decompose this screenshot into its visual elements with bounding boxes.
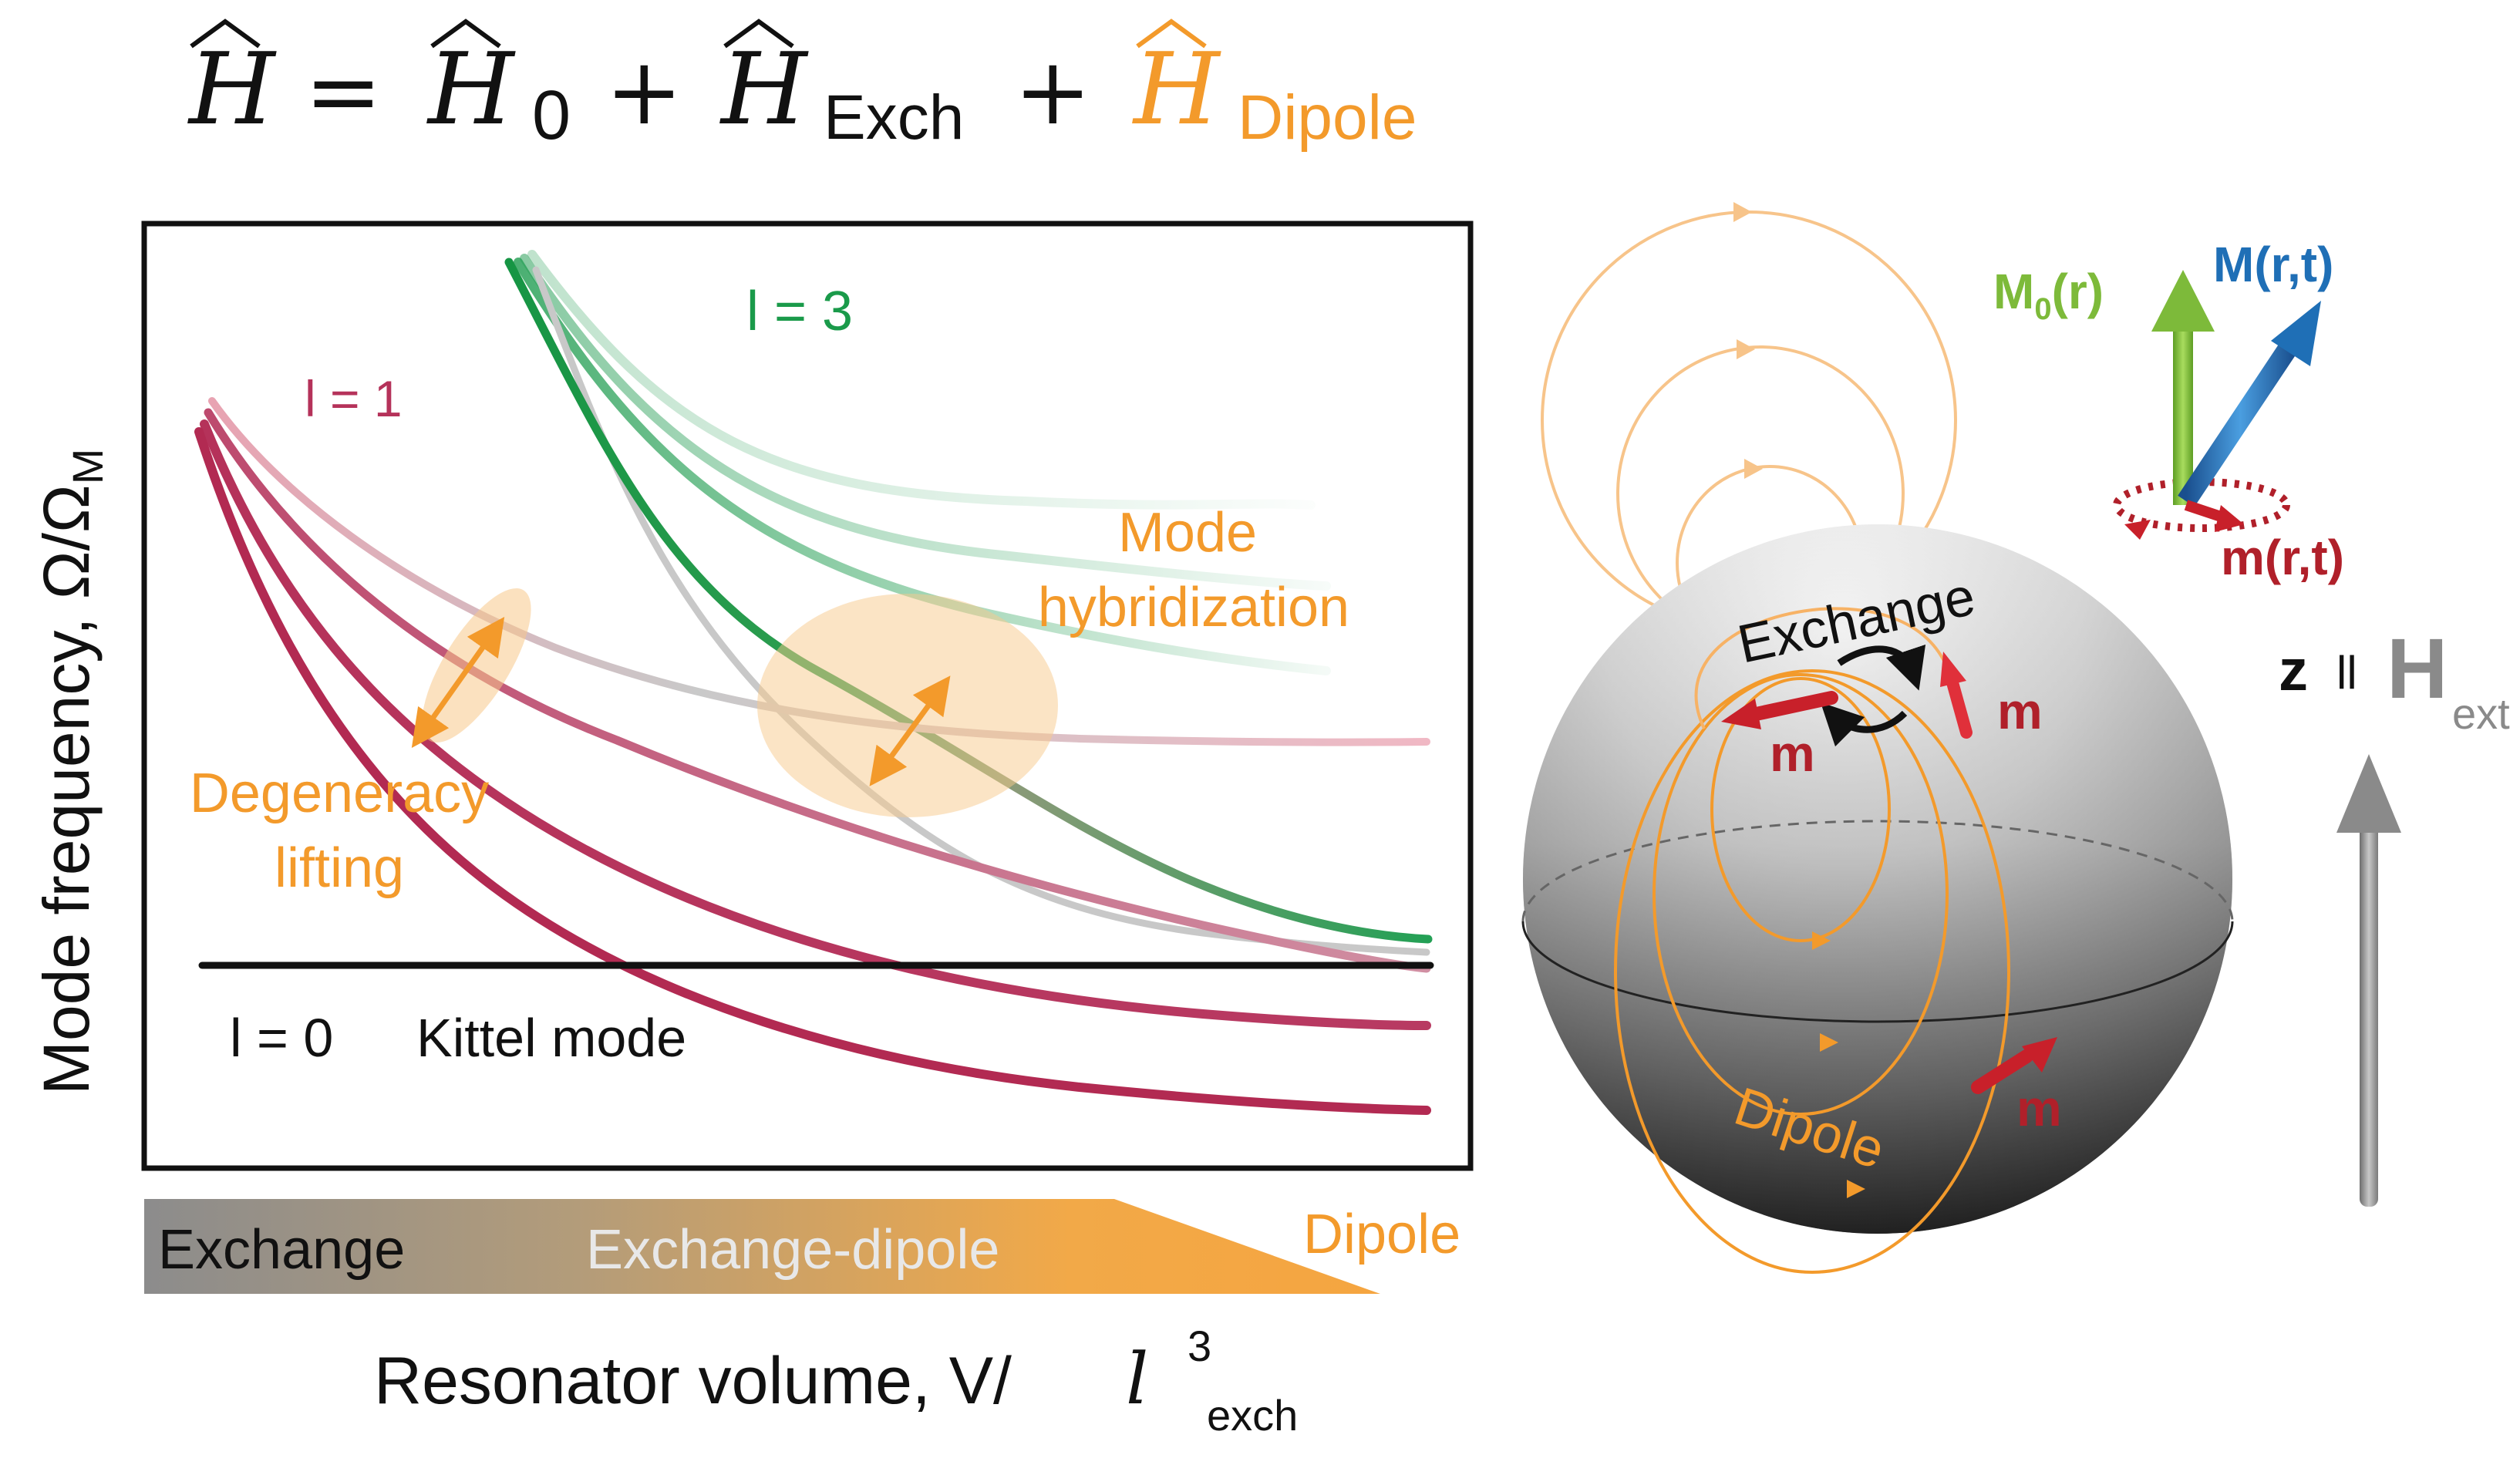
hybridization-highlight	[757, 594, 1058, 817]
field-line-arrowheads	[1733, 202, 1763, 479]
hamiltonian-equation: H = H 0 + H Exch + H Dipole	[187, 19, 1417, 154]
regime-dipole: Dipole	[1303, 1204, 1460, 1265]
equator-back	[1521, 820, 2234, 922]
equator-front	[1521, 921, 2234, 1023]
label-l0: l = 0	[230, 1008, 333, 1068]
hybridization-arrow	[869, 675, 951, 786]
equation-hdipole-sub: Dipole	[1238, 83, 1417, 153]
x-axis-label-sub: exch	[1207, 1391, 1298, 1440]
x-axis-label: Resonator volume, V/ l 3 exch	[374, 1322, 1298, 1440]
m-arrow-2	[1940, 652, 1973, 739]
hat-h0	[430, 19, 501, 49]
M0-arrow-shaft	[2173, 324, 2193, 505]
equation-plus-1: +	[605, 39, 683, 146]
x-axis-label-sup: 3	[1188, 1322, 1211, 1370]
M0-arrow-head	[2151, 270, 2215, 332]
H-arrow-head	[2336, 754, 2401, 833]
hat-hexch	[723, 19, 794, 49]
exchange-arrow-1	[1837, 644, 1926, 691]
equation-equals: =	[305, 39, 382, 146]
hat-hdipole	[1136, 19, 1207, 49]
M-arrow-head	[2271, 301, 2321, 366]
l1-curve-lower	[200, 419, 1431, 1030]
equation-hdipole: H	[1132, 32, 1221, 147]
label-l1: l = 1	[305, 370, 403, 427]
m-label-2: m	[1997, 682, 2043, 739]
hat-lhs	[190, 19, 261, 49]
z-label: z	[2279, 638, 2308, 703]
hybridization-label-2: hybridization	[1038, 577, 1349, 638]
regime-exchange: Exchange	[158, 1219, 405, 1281]
degeneracy-label-1: Degeneracy	[190, 763, 489, 824]
equation-lhs: H	[187, 32, 277, 147]
m-rt-label: m(r,t)	[2221, 530, 2344, 585]
regime-exchange-dipole: Exchange-dipole	[586, 1219, 999, 1281]
m-label-3: m	[2016, 1079, 2062, 1137]
y-axis-label: Mode frequency, Ω/ΩM	[30, 449, 112, 1095]
H-arrow-shaft	[2360, 817, 2378, 1207]
sphere-diagram: Exchange Dipole m m m	[1521, 202, 2234, 1274]
x-axis-label-main: Resonator volume, V/	[374, 1344, 1012, 1418]
H-label: H	[2387, 621, 2448, 716]
M0-label: M0(r)	[1993, 264, 2104, 326]
m-small-arrow-head	[2215, 505, 2244, 532]
degeneracy-label-2: lifting	[275, 837, 404, 899]
l1-curve-bottom	[194, 427, 1431, 1115]
field-lines-inner	[1614, 669, 2010, 1274]
equation-h0-sub: 0	[532, 77, 571, 154]
equation-plus-2: +	[1014, 39, 1092, 146]
field-lines-bridge	[1694, 607, 1952, 729]
x-axis-label-l: l	[1126, 1338, 1148, 1420]
M-label: M(r,t)	[2213, 237, 2333, 292]
equation-hexch: H	[719, 32, 809, 147]
magnetization-vectors: M0(r) M(r,t) m(r,t) z ll H ext	[1993, 237, 2510, 1207]
exchange-arrow-2	[1820, 702, 1908, 747]
label-kittel: Kittel mode	[416, 1008, 686, 1068]
label-l3: l = 3	[746, 281, 853, 342]
hybridization-label-1: Mode	[1118, 502, 1257, 564]
degeneracy-arrow	[411, 617, 505, 748]
parallel-symbol: ll	[2336, 647, 2357, 699]
m-small-arrow-shaft	[2184, 500, 2223, 522]
H-sub-label: ext	[2452, 689, 2510, 738]
l1-curve-mid	[204, 408, 1431, 973]
m-arrow-1	[1721, 691, 1838, 729]
equation-h0: H	[426, 32, 516, 147]
m-label-1: m	[1770, 725, 1815, 782]
equation-hexch-sub: Exch	[824, 83, 964, 153]
m-arrow-3	[1971, 1037, 2057, 1094]
ring-arrowhead	[2124, 520, 2151, 540]
inner-arrowheads	[1812, 931, 1865, 1198]
l3-curve-faint-1	[527, 250, 1316, 510]
l3-curve-faint-2	[520, 254, 1331, 591]
M-arrow-shaft	[2178, 333, 2303, 507]
regime-bar	[144, 1199, 1380, 1294]
y-axis-label-text: Mode frequency, Ω/ΩM	[30, 449, 112, 1095]
